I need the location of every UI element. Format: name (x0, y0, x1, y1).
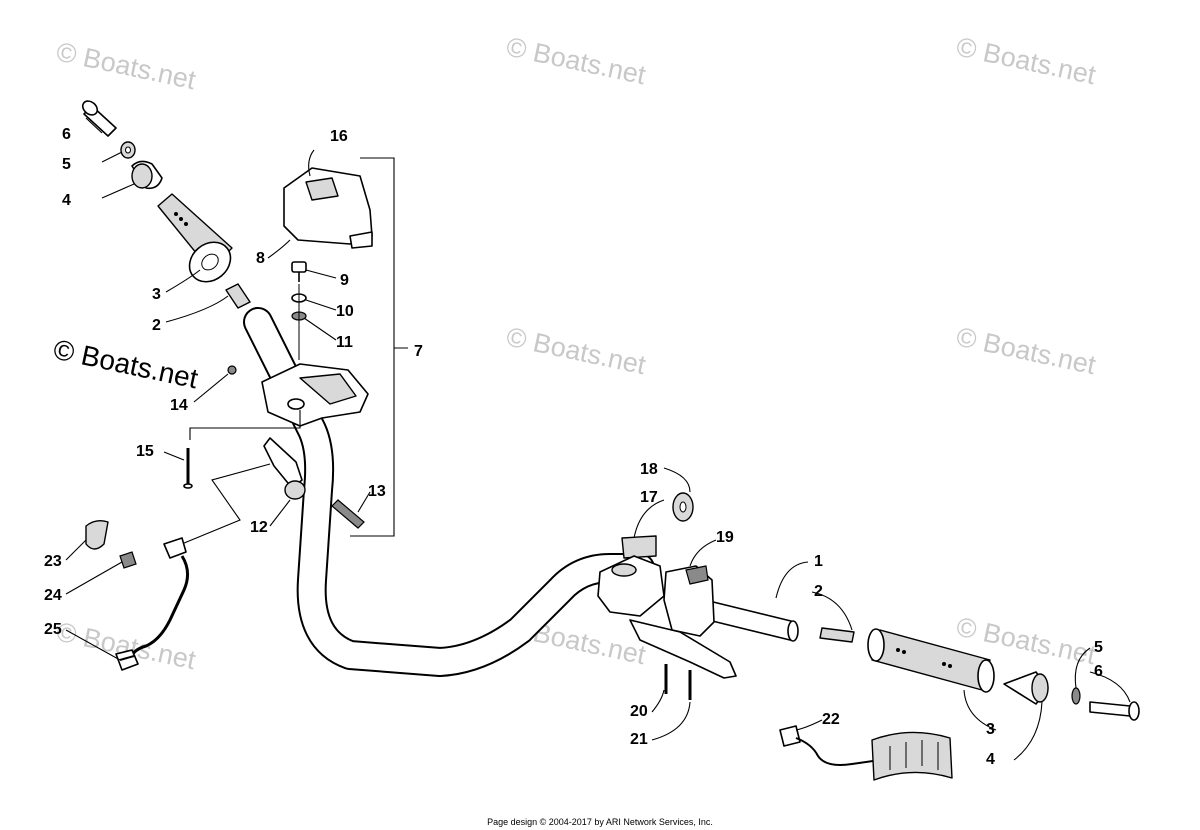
callout-23: 23 (44, 553, 62, 570)
callout-16: 16 (330, 128, 348, 145)
page-footer: Page design © 2004-2017 by ARI Network S… (487, 817, 713, 827)
handlebar (243, 307, 799, 677)
callout-13: 13 (368, 483, 386, 500)
callout-25: 25 (44, 621, 62, 638)
switch-housing (171, 167, 373, 549)
callout-2: 2 (152, 317, 161, 334)
callout-17: 17 (640, 489, 658, 506)
left-grip-assembly (81, 100, 251, 309)
callout-8: 8 (256, 250, 265, 267)
callout-24: 24 (44, 587, 62, 604)
callout-19: 19 (716, 529, 734, 546)
watermark: © Boats.net (954, 322, 1099, 381)
callout-3: 3 (152, 286, 161, 303)
callout-3: 3 (986, 721, 995, 738)
callout-9: 9 (340, 272, 349, 289)
callout-5: 5 (1094, 639, 1103, 656)
wiring-harness-left (85, 519, 189, 671)
callout-22: 22 (822, 711, 840, 728)
callout-21: 21 (630, 731, 648, 748)
callout-6: 6 (62, 126, 71, 143)
watermark: © Boats.net (504, 32, 649, 91)
watermark: © Boats.net (954, 32, 1099, 91)
callout-2: 2 (814, 583, 823, 600)
callout-1: 1 (814, 553, 823, 570)
callout-6: 6 (1094, 663, 1103, 680)
callout-labels: 6 5 4 3 2 16 8 9 10 11 7 14 15 13 12 23 … (44, 126, 1103, 768)
callout-15: 15 (136, 443, 154, 460)
callout-7: 7 (414, 343, 423, 360)
callout-18: 18 (640, 461, 658, 478)
leader-lines (65, 117, 1131, 761)
heater-element (779, 725, 953, 781)
right-control-assembly (597, 492, 1140, 721)
callout-10: 10 (336, 303, 354, 320)
watermark: © Boats.net (504, 322, 649, 381)
callout-14: 14 (170, 397, 188, 414)
callout-12: 12 (250, 519, 268, 536)
callout-5: 5 (62, 156, 71, 173)
callout-4: 4 (986, 751, 995, 768)
callout-20: 20 (630, 703, 648, 720)
callout-11: 11 (336, 334, 353, 351)
watermark: © Boats.net (54, 37, 199, 96)
callout-4: 4 (62, 192, 71, 209)
corner-watermark: © Boats.net (51, 334, 201, 395)
